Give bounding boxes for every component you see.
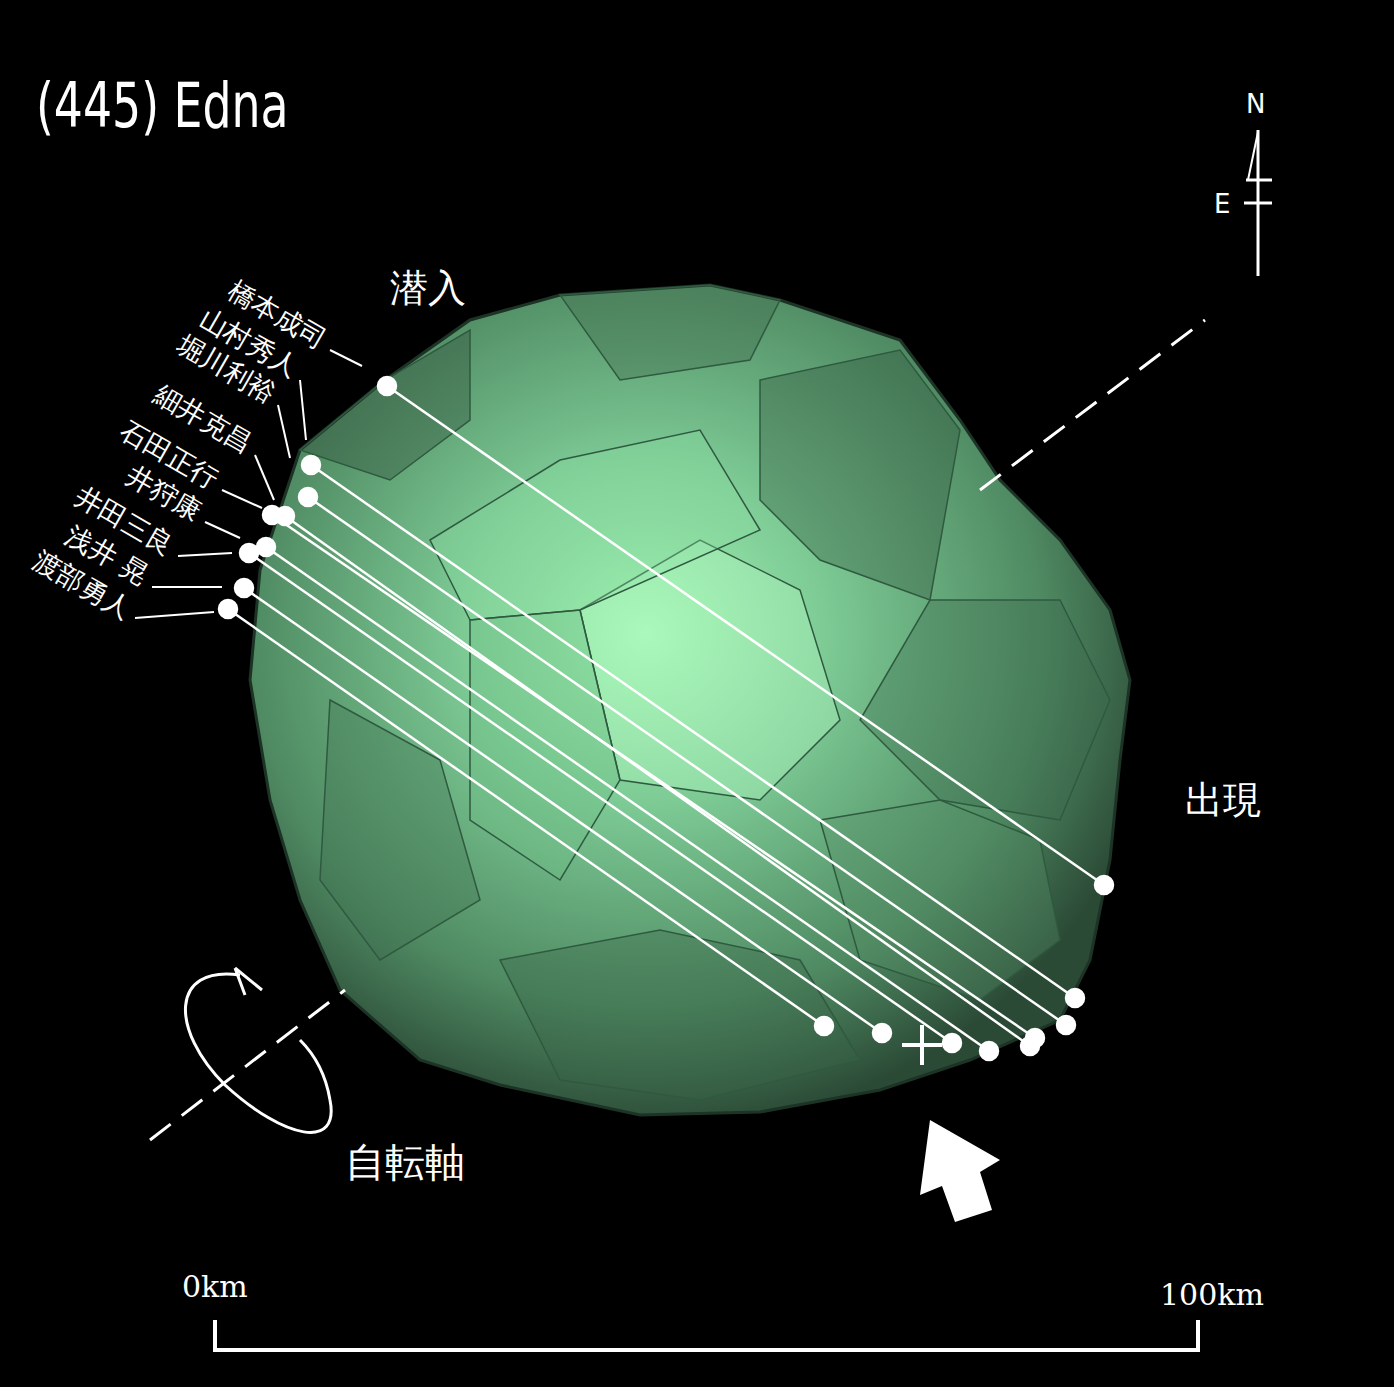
- asteroid-shape: [250, 285, 1130, 1115]
- scale-bar: [215, 1320, 1198, 1352]
- annotation-label: 潜入: [390, 268, 466, 310]
- rotation-axis: [150, 320, 1205, 1140]
- annotation-label: 出現: [1185, 780, 1261, 822]
- center-cross: [902, 1025, 942, 1065]
- compass-letter: N: [1246, 90, 1265, 119]
- scale-label: 100km: [1160, 1278, 1264, 1311]
- compass-letter: E: [1214, 190, 1230, 219]
- occultation-chords: [219, 377, 1113, 1060]
- direction-arrow: [920, 1120, 1000, 1222]
- compass: [1244, 130, 1272, 276]
- scale-label: 0km: [182, 1270, 248, 1303]
- asteroid-facets: [300, 285, 1110, 1100]
- rotation-arrow: [185, 968, 331, 1132]
- annotation-label: 自転軸: [345, 1140, 465, 1184]
- title: (445) Edna: [36, 72, 288, 140]
